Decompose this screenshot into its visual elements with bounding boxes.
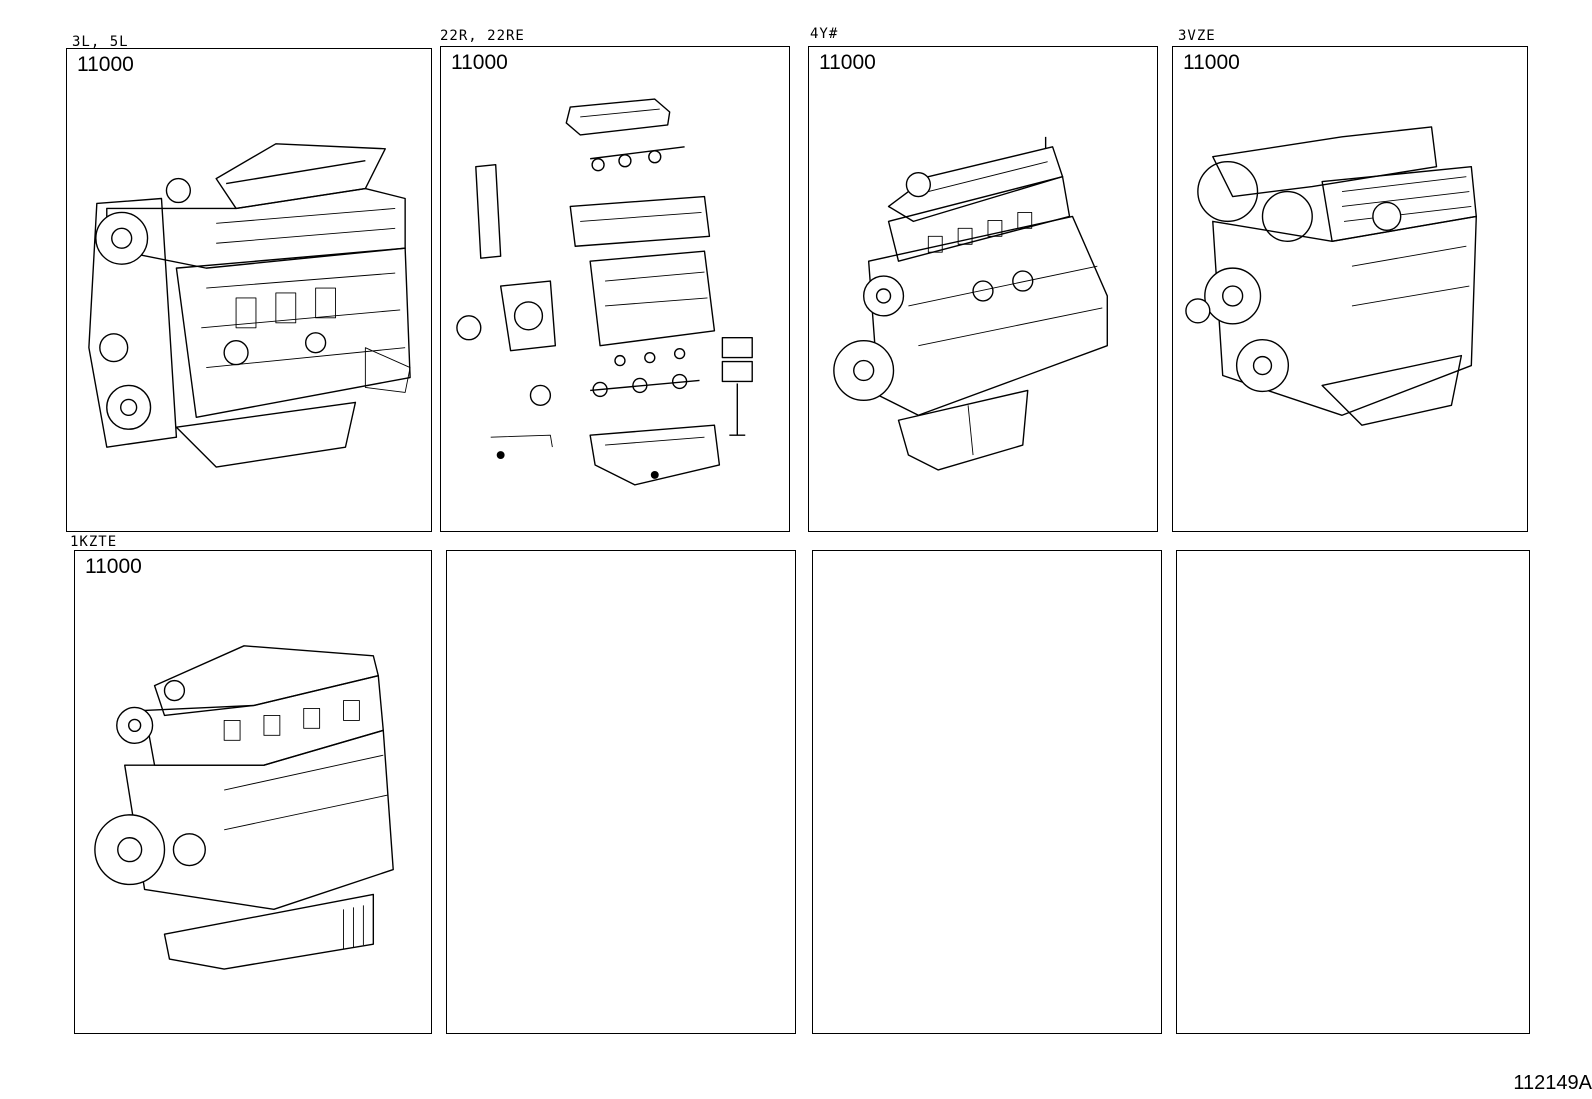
panel-1kzte[interactable]: 11000 — [74, 550, 432, 1034]
panel-label-3vze: 3VZE — [1178, 28, 1216, 44]
panel-empty-3 — [1176, 550, 1530, 1034]
panel-label-1kzte: 1KZTE — [70, 534, 118, 550]
panel-22r-22re[interactable]: 11000 — [440, 46, 790, 532]
figure-id: 112149A — [1513, 1072, 1592, 1094]
engine-4y-icon — [833, 136, 1108, 471]
engine-22r-exploded-icon — [456, 98, 753, 486]
part-number: 11000 — [85, 555, 142, 578]
panel-3vze[interactable]: 11000 — [1172, 46, 1528, 532]
part-number: 11000 — [451, 51, 508, 74]
panel-empty-2 — [812, 550, 1162, 1034]
panel-empty-1 — [446, 550, 796, 1034]
part-number: 11000 — [77, 53, 134, 76]
panel-4y[interactable]: 11000 — [808, 46, 1158, 532]
panel-label-22r-22re: 22R, 22RE — [440, 28, 525, 44]
engine-3l-5l-icon — [88, 143, 411, 468]
part-number: 11000 — [1183, 51, 1240, 74]
panel-label-3l-5l: 3L, 5L — [72, 34, 129, 50]
panel-3l-5l[interactable]: 11000 — [66, 48, 432, 532]
panel-label-4y: 4Y# — [810, 26, 839, 42]
part-number: 11000 — [819, 51, 876, 74]
engine-3vze-icon — [1185, 126, 1477, 426]
engine-1kzte-icon — [94, 645, 394, 970]
